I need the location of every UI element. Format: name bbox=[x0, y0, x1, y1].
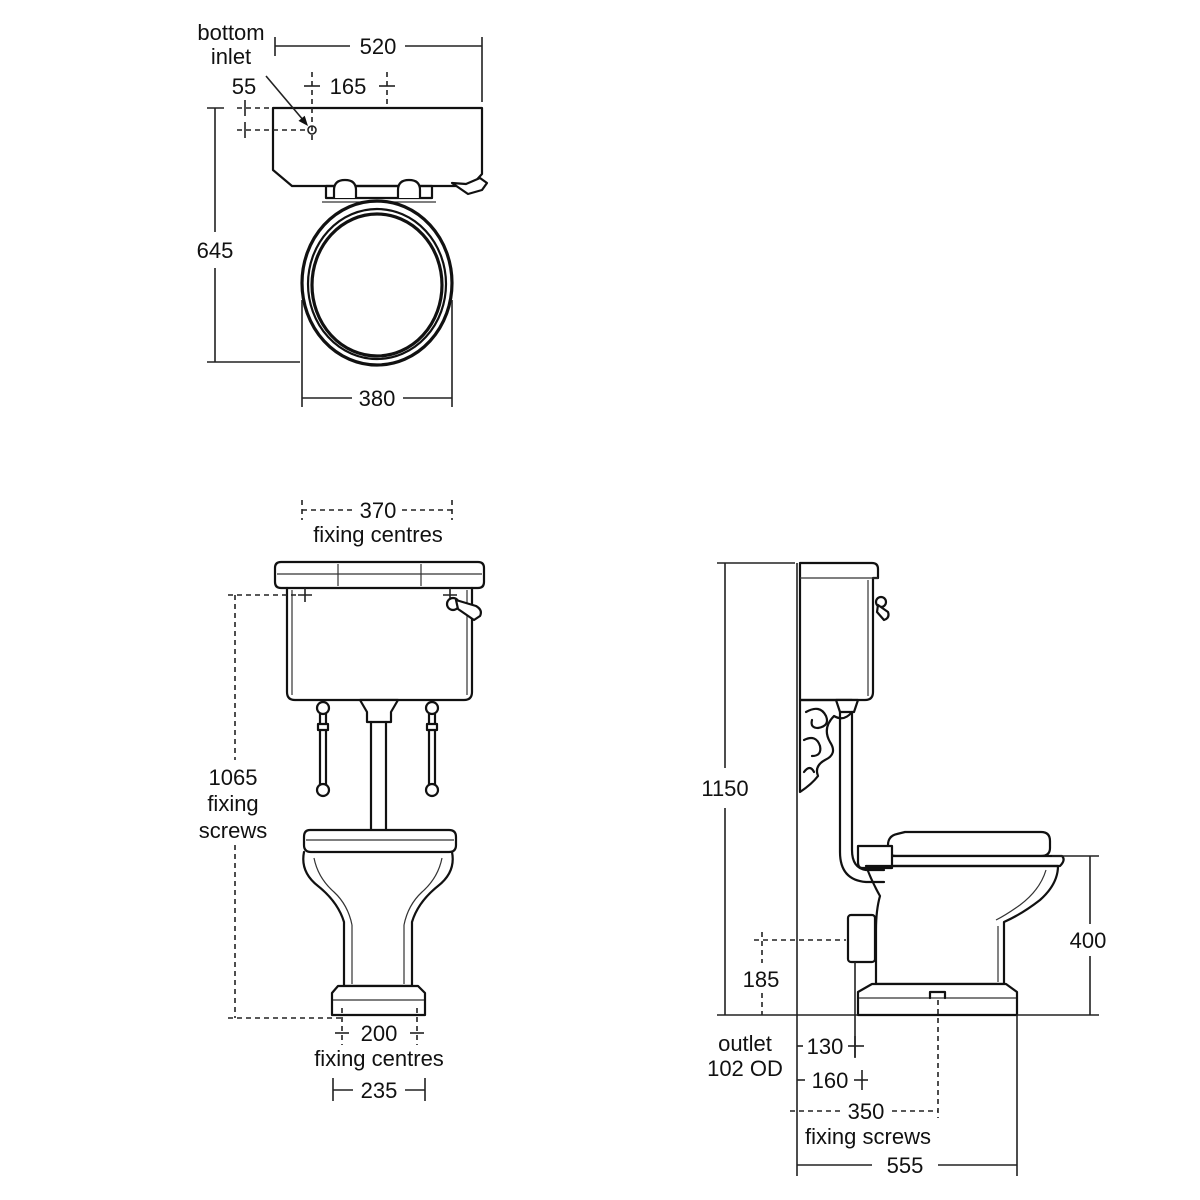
dim-value: 380 bbox=[359, 386, 396, 411]
cistern-fixing-left bbox=[298, 588, 312, 602]
dim-value: 200 bbox=[361, 1021, 398, 1046]
cistern-body bbox=[285, 586, 474, 702]
dim-label: fixing centres bbox=[313, 522, 443, 547]
dimension-fixing-screws-height: 1065 fixing screws bbox=[199, 594, 342, 1019]
dimension-pan-fixing-centres: 200 fixing centres bbox=[314, 1008, 444, 1071]
dim-label: fixing centres bbox=[314, 1046, 444, 1071]
inlet-label-line1: bottom bbox=[197, 20, 264, 45]
flush-pipe bbox=[369, 720, 388, 832]
dimension-overall-depth: 645 bbox=[197, 107, 300, 363]
dim-label-line1: fixing bbox=[207, 791, 258, 816]
inlet-arrowhead bbox=[298, 115, 308, 126]
dimension-inlet-from-side: 165 bbox=[304, 72, 395, 142]
dim-value: 55 bbox=[232, 74, 256, 99]
dim-value: 520 bbox=[360, 34, 397, 59]
dimension-overall-width: 520 bbox=[274, 34, 483, 102]
dim-value: 645 bbox=[197, 238, 234, 263]
dim-value: 555 bbox=[887, 1153, 924, 1178]
seat-outer-rim bbox=[300, 199, 454, 367]
cistern-plan-lever bbox=[450, 176, 489, 196]
pan-bowl-side bbox=[864, 864, 1060, 986]
seat-lid-front bbox=[302, 828, 458, 854]
outlet-label-line2: 102 OD bbox=[707, 1056, 783, 1081]
pan-pedestal-flute bbox=[351, 925, 405, 984]
dim-value: 235 bbox=[361, 1078, 398, 1103]
dimension-seat-width: 380 bbox=[301, 300, 453, 411]
rod-bottom-ball bbox=[315, 782, 331, 798]
flush-pipe-side bbox=[838, 710, 886, 884]
cistern-bracket bbox=[798, 698, 854, 794]
dimension-cistern-fixing-centres: 370 fixing centres bbox=[301, 498, 453, 547]
dim-value: 370 bbox=[360, 498, 397, 523]
rod-nut bbox=[316, 722, 330, 732]
flush-pipe-side-connector bbox=[834, 698, 860, 714]
flush-lever-handle bbox=[454, 598, 482, 622]
dim-value: 1065 bbox=[209, 765, 258, 790]
rod-bottom-ball bbox=[424, 782, 440, 798]
cistern-side bbox=[798, 561, 880, 702]
hinge-left bbox=[332, 178, 358, 198]
hinge-right bbox=[396, 178, 422, 198]
pan-outlet bbox=[846, 913, 877, 964]
front-view: 370 fixing centres 1065 fixing screws 20… bbox=[199, 498, 486, 1103]
dim-value: 160 bbox=[812, 1068, 849, 1093]
inlet-point bbox=[307, 125, 317, 135]
dim-label: fixing screws bbox=[805, 1124, 931, 1149]
outlet-label-line1: outlet bbox=[718, 1031, 772, 1056]
dimension-outlet-min: 130 bbox=[797, 1034, 864, 1059]
dimension-pan-base-width: 235 bbox=[332, 1078, 426, 1103]
dim-value: 165 bbox=[330, 74, 367, 99]
dimension-overall-height: 1150 bbox=[701, 562, 858, 1016]
rod-nut bbox=[425, 722, 439, 732]
dim-label-line2: screws bbox=[199, 818, 267, 843]
cistern-lid bbox=[273, 560, 486, 590]
flush-lever-side-handle bbox=[875, 603, 890, 622]
bracket-scroll bbox=[804, 707, 829, 730]
dim-value: 130 bbox=[807, 1034, 844, 1059]
dimension-inlet-from-back: 55 bbox=[232, 74, 306, 138]
pan-bowl-inner bbox=[313, 857, 443, 926]
dim-value: 185 bbox=[743, 967, 780, 992]
dim-value: 400 bbox=[1070, 928, 1107, 953]
seat-ring-side bbox=[862, 854, 1065, 868]
seat-lid-side bbox=[886, 830, 1052, 858]
dimension-seat-height: 400 bbox=[1017, 855, 1107, 1016]
dimension-overall-projection: 555 bbox=[797, 1015, 1018, 1178]
dimension-fixing-screws: 350 fixing screws bbox=[790, 1000, 939, 1149]
inlet-label-line2: inlet bbox=[211, 44, 251, 69]
dimension-outlet-max: 160 bbox=[797, 1068, 868, 1093]
pan-bowl-side-inner bbox=[995, 869, 1047, 982]
pan-base-notch bbox=[928, 990, 947, 1000]
pan-bowl-front bbox=[302, 850, 454, 988]
support-rod-left bbox=[315, 700, 331, 798]
rod-top-ball bbox=[424, 700, 440, 716]
seat-inner-rim bbox=[306, 207, 448, 361]
seat-hinge-side bbox=[856, 844, 894, 870]
dim-value: 350 bbox=[848, 1099, 885, 1124]
rod-top-ball bbox=[315, 700, 331, 716]
dimension-outlet-height: 185 bbox=[743, 932, 846, 1015]
side-view: 1150 400 185 outlet 102 OD 130 bbox=[701, 561, 1107, 1178]
plan-view: 520 165 55 bottom inlet bbox=[197, 20, 489, 411]
dim-value: 1150 bbox=[701, 776, 748, 801]
bracket-scroll bbox=[802, 736, 822, 758]
seat-hinge-bar bbox=[324, 184, 434, 200]
seat-opening bbox=[310, 212, 444, 358]
flush-pipe-connector bbox=[358, 698, 400, 724]
inlet-leader bbox=[265, 75, 305, 122]
support-rod-right bbox=[424, 700, 440, 798]
bracket-scroll bbox=[802, 766, 816, 774]
